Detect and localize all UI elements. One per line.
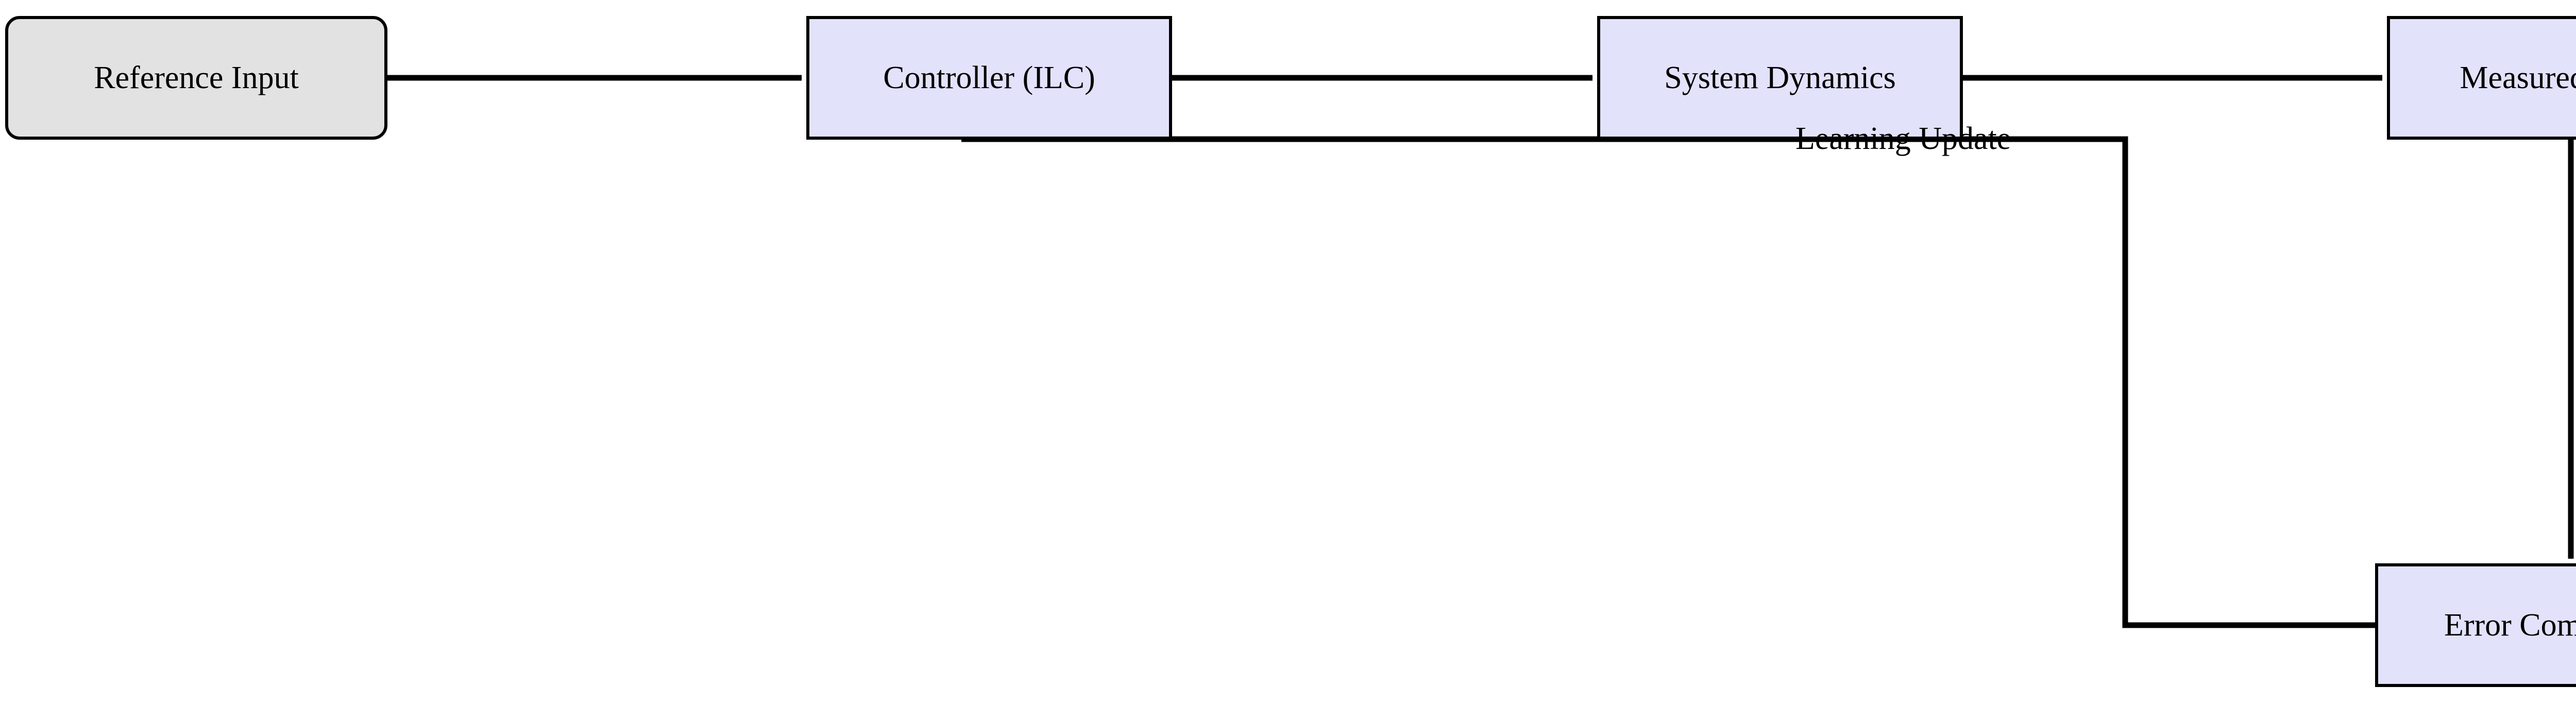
edge-label-learning-update: Learning Update: [1795, 121, 2011, 156]
node-reference-input[interactable]: Reference Input: [5, 16, 387, 140]
node-error-computation-label: Error Computation: [2444, 608, 2576, 643]
node-controller[interactable]: Controller (ILC): [806, 16, 1172, 140]
node-measured-output-label: Measured Output: [2460, 60, 2576, 95]
node-error-computation[interactable]: Error Computation: [2375, 563, 2576, 687]
node-system-dynamics-label: System Dynamics: [1664, 60, 1896, 95]
node-system-dynamics[interactable]: System Dynamics: [1597, 16, 1963, 140]
edge-error-to-controller: [961, 136, 2375, 628]
node-controller-label: Controller (ILC): [883, 60, 1095, 95]
node-reference-input-label: Reference Input: [94, 60, 299, 95]
node-measured-output[interactable]: Measured Output: [2387, 16, 2576, 140]
